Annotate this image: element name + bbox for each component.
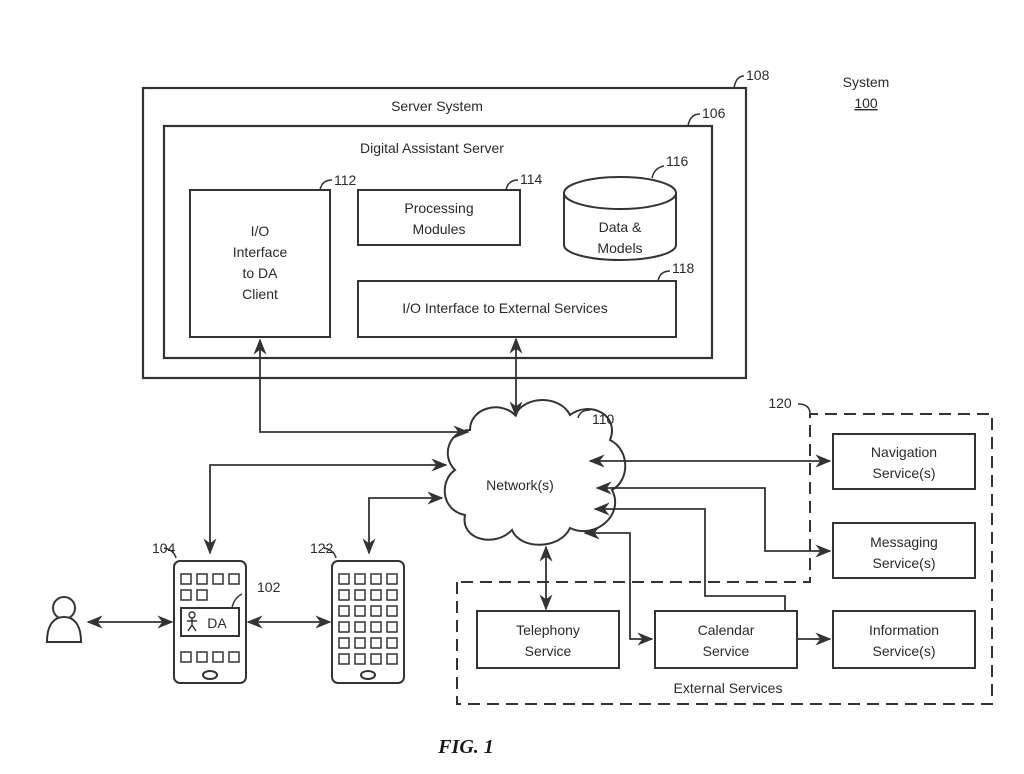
user-device: DA 104 102 [152, 540, 281, 684]
external-services-ref: 120 [768, 395, 792, 411]
app-icon [338, 589, 350, 601]
processing-line-2: Modules [413, 221, 466, 237]
messaging-line-2: Service(s) [872, 555, 935, 571]
calendar-line-2: Service [703, 643, 750, 659]
app-icon [370, 605, 382, 617]
app-icon [338, 621, 350, 633]
app-icon [212, 651, 224, 663]
app-icon [196, 573, 208, 585]
app-icon [354, 605, 366, 617]
connector-network-calendar [583, 526, 654, 646]
data-models-ref: 116 [666, 153, 689, 169]
processing-ref: 114 [520, 171, 543, 187]
app-icon [354, 573, 366, 585]
system-number: 100 [854, 95, 878, 111]
telephony-line-1: Telephony [516, 622, 580, 638]
da-server-ref: 106 [702, 105, 726, 121]
data-models-line-2: Models [597, 240, 642, 256]
app-icon [386, 653, 398, 665]
app-icon [354, 653, 366, 665]
user-device-ref: 104 [152, 540, 176, 556]
app-icon [338, 605, 350, 617]
io-da-line-2: Interface [233, 244, 288, 260]
da-server-label: Digital Assistant Server [360, 140, 504, 156]
navigation-line-1: Navigation [871, 444, 937, 460]
server-system-ref: 108 [746, 67, 770, 83]
home-button-icon [360, 670, 376, 680]
navigation-line-2: Service(s) [872, 465, 935, 481]
app-icon [370, 589, 382, 601]
app-icon [180, 573, 192, 585]
io-external-label: I/O Interface to External Services [402, 300, 607, 316]
server-system-label: Server System [391, 98, 483, 114]
connector-second-device-network [362, 491, 444, 555]
information-line-1: Information [869, 622, 939, 638]
app-icon [370, 621, 382, 633]
second-device-ref: 122 [310, 540, 334, 556]
app-icon-grid [338, 573, 398, 665]
figure-label: FIG. 1 [437, 736, 494, 758]
messaging-line-1: Messaging [870, 534, 938, 550]
messaging-service: Messaging Service(s) [832, 522, 976, 579]
app-icon [180, 589, 192, 601]
information-line-2: Service(s) [872, 643, 935, 659]
calendar-service: Calendar Service [654, 610, 798, 669]
io-interface-da-client: I/O Interface to DA Client 112 [189, 172, 357, 338]
app-icon [228, 573, 240, 585]
connector-io-da-network [253, 338, 470, 439]
app-icon [338, 573, 350, 585]
da-client-ref: 102 [257, 579, 281, 595]
processing-line-1: Processing [404, 200, 473, 216]
network-label: Network(s) [486, 477, 554, 493]
external-services-label: External Services [674, 680, 783, 696]
app-icon [370, 637, 382, 649]
connector-user-device-network [203, 458, 448, 555]
io-da-line-3: to DA [242, 265, 278, 281]
app-icon [386, 621, 398, 633]
app-icon [386, 605, 398, 617]
app-icon [370, 653, 382, 665]
external-services-group: External Services 120 [456, 395, 993, 705]
app-icon [354, 621, 366, 633]
app-icon [180, 651, 192, 663]
io-da-line-4: Client [242, 286, 278, 302]
app-icon [196, 651, 208, 663]
processing-modules: Processing Modules 114 [357, 171, 543, 246]
io-external-ref: 118 [672, 260, 695, 276]
network-ref: 110 [592, 411, 615, 427]
io-interface-external-services: I/O Interface to External Services 118 [357, 260, 695, 338]
io-da-line-1: I/O [251, 223, 270, 239]
app-icon [354, 637, 366, 649]
navigation-service: Navigation Service(s) [832, 433, 976, 490]
app-icon [370, 573, 382, 585]
telephony-line-2: Service [525, 643, 572, 659]
data-models-database: Data & Models 116 [563, 153, 689, 261]
home-button-icon [202, 670, 218, 680]
assistant-figure-icon [187, 611, 197, 632]
app-icon [228, 651, 240, 663]
information-service: Information Service(s) [832, 610, 976, 669]
user-icon [45, 596, 83, 643]
data-models-line-1: Data & [599, 219, 642, 235]
da-label: DA [207, 615, 227, 631]
app-icon [338, 637, 350, 649]
app-icon [386, 589, 398, 601]
app-icon [354, 589, 366, 601]
calendar-line-1: Calendar [698, 622, 755, 638]
io-da-ref: 112 [334, 172, 357, 188]
app-icon [386, 637, 398, 649]
system-label: System [843, 74, 890, 90]
second-device: 122 [310, 540, 405, 684]
app-icon [196, 589, 208, 601]
app-icon [338, 653, 350, 665]
app-icon [212, 573, 224, 585]
app-icon [386, 573, 398, 585]
network-cloud: Network(s) 110 [443, 399, 627, 546]
telephony-service: Telephony Service [476, 610, 620, 669]
app-icon-grid [180, 573, 240, 663]
connector-network-messaging [595, 481, 832, 558]
